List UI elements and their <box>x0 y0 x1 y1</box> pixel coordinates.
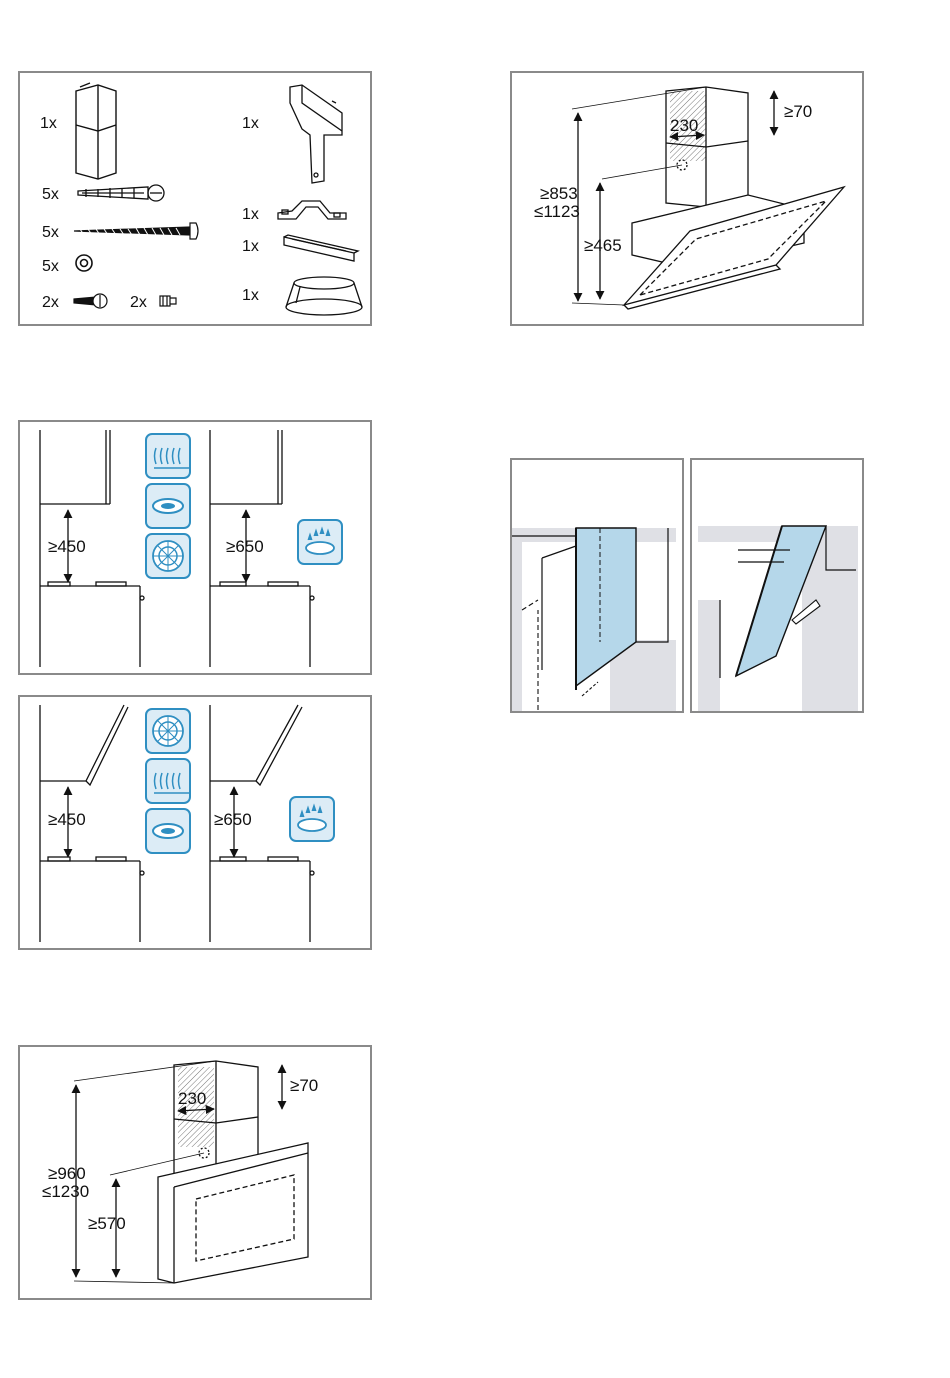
right-clearance-label: ≥650 <box>226 537 264 556</box>
induction-hob-icon <box>146 709 190 753</box>
washer-qty: 5x <box>42 258 59 275</box>
induction-hob-icon <box>146 534 190 578</box>
dim-top-label: ≥70 <box>290 1076 318 1095</box>
small-screw-qty: 2x <box>42 294 59 311</box>
clamp-icon <box>278 201 346 219</box>
gas-hob-icon <box>298 520 342 564</box>
rail-qty: 1x <box>242 238 259 255</box>
clamp-qty: 1x <box>242 206 259 223</box>
duct-adapter-icon <box>286 277 362 315</box>
dim-total-min-label: ≥960 <box>48 1164 86 1183</box>
bracket-qty: 1x <box>242 115 259 132</box>
rail-icon <box>284 235 358 261</box>
wall-plug-qty: 5x <box>42 186 59 203</box>
slanted-glass-drawing <box>698 526 858 713</box>
dim-width-label: 230 <box>670 116 698 135</box>
dim-top-label: ≥70 <box>784 102 812 121</box>
washer-icon <box>76 255 92 271</box>
small-screw-icon <box>74 294 107 308</box>
electric-hob-icon <box>146 434 190 478</box>
dim-lower-label: ≥570 <box>88 1214 126 1233</box>
left-clearance-label: ≥450 <box>48 810 86 829</box>
dim-lower-label: ≥465 <box>584 236 622 255</box>
wall-plug-icon <box>78 185 164 201</box>
mounting-bracket-icon <box>290 85 342 183</box>
chimney-qty: 1x <box>40 115 57 132</box>
slanted-hood-dimensions-panel: ≥70 230 ≥853 ≤1123 ≥465 <box>510 71 864 326</box>
glass-position-vertical-panel <box>510 458 684 713</box>
parts-panel: 1x 5x 5x 5x 2x <box>18 71 372 326</box>
gas-hob-icon <box>290 797 334 841</box>
left-clearance-label: ≥450 <box>48 537 86 556</box>
chimney-icon <box>76 83 116 179</box>
clearance-slanted-hood-panel: ≥450 ≥650 <box>18 695 372 950</box>
clip-icon <box>160 296 176 306</box>
vertical-glass-drawing <box>512 528 676 713</box>
screw-qty: 5x <box>42 224 59 241</box>
screw-icon <box>74 223 198 239</box>
solid-plate-icon <box>146 484 190 528</box>
dim-total-max-label: ≤1230 <box>42 1182 89 1201</box>
adapter-qty: 1x <box>242 287 259 304</box>
right-clearance-label: ≥650 <box>214 810 252 829</box>
dim-total-max-label: ≤1123 <box>534 202 580 221</box>
solid-plate-icon <box>146 809 190 853</box>
dim-width-label: 230 <box>178 1089 206 1108</box>
box-hood-dimensions-panel: ≥70 230 ≥960 ≤1230 ≥570 <box>18 1045 372 1300</box>
glass-position-slanted-panel <box>690 458 864 713</box>
clearance-wall-hood-panel: ≥450 ≥650 <box>18 420 372 675</box>
dim-total-min-label: ≥853 <box>540 184 578 203</box>
electric-hob-icon <box>146 759 190 803</box>
clip-qty: 2x <box>130 294 147 311</box>
